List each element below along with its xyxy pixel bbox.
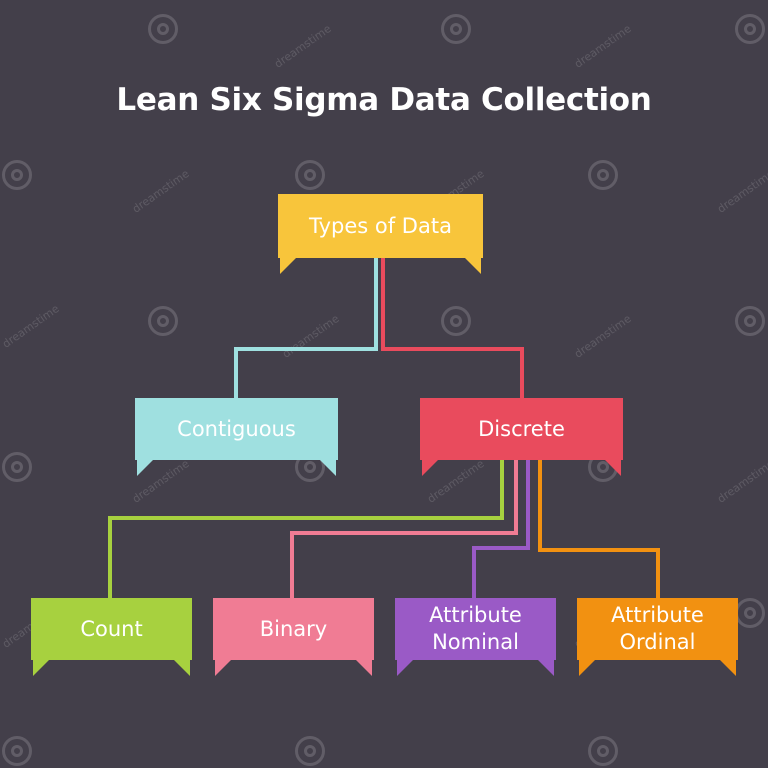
watermark-icon [2, 452, 32, 482]
node-box: Binary [213, 598, 374, 660]
ribbon-fold-right [320, 460, 336, 476]
watermark-icon [588, 736, 618, 766]
node-label: Types of Data [309, 213, 452, 238]
ribbon-fold-right [174, 660, 190, 676]
watermark-icon [295, 736, 325, 766]
ribbon-fold-right [720, 660, 736, 676]
watermark-icon [441, 306, 471, 336]
node-label: Contiguous [177, 416, 296, 441]
ribbon-fold-right [356, 660, 372, 676]
watermark-icon [735, 306, 765, 336]
watermark-icon [148, 14, 178, 44]
ribbon-fold-left [215, 660, 231, 676]
node-box: Count [31, 598, 192, 660]
watermark-icon [295, 160, 325, 190]
watermark-icon [2, 160, 32, 190]
node-box: Contiguous [135, 398, 338, 460]
node-box: Discrete [420, 398, 623, 460]
node-box: Attribute Nominal [395, 598, 556, 660]
connector-discrete-attribute-ordinal [538, 460, 660, 598]
watermark-icon [588, 160, 618, 190]
node-label-line1: Attribute [429, 603, 522, 627]
ribbon-fold-left [579, 660, 595, 676]
watermark-icon [735, 14, 765, 44]
watermark-icon [2, 736, 32, 766]
node-box: Types of Data [278, 194, 483, 258]
node-label-line1: Attribute [611, 603, 704, 627]
connector-root-discrete [381, 258, 524, 398]
node-label: Count [80, 616, 143, 641]
page-title: Lean Six Sigma Data Collection [116, 82, 652, 118]
ribbon-fold-left [137, 460, 153, 476]
watermark-icon [441, 14, 471, 44]
watermark-icon [148, 306, 178, 336]
connector-discrete-count [108, 460, 504, 598]
ribbon-fold-left [280, 258, 296, 274]
connector-root-contiguous [234, 258, 378, 398]
node-label: Binary [259, 616, 328, 641]
node-label-line2: Ordinal [619, 630, 696, 654]
node-label: Discrete [478, 416, 565, 441]
ribbon-fold-right [538, 660, 554, 676]
ribbon-fold-left [397, 660, 413, 676]
ribbon-fold-left [422, 460, 438, 476]
node-label-line2: Nominal [432, 630, 519, 654]
node-box: Attribute Ordinal [577, 598, 738, 660]
connector-discrete-attribute-nominal [472, 460, 530, 598]
ribbon-fold-right [465, 258, 481, 274]
connector-discrete-binary [290, 460, 518, 598]
ribbon-fold-left [33, 660, 49, 676]
ribbon-fold-right [605, 460, 621, 476]
